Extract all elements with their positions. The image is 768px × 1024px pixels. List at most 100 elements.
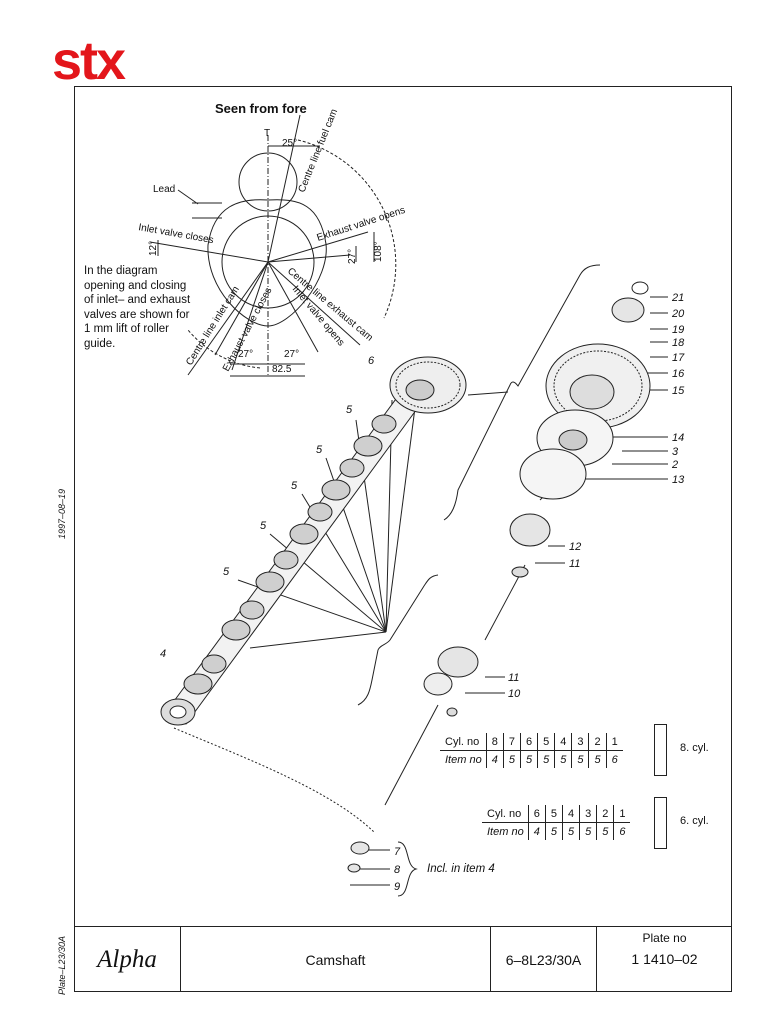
cyl-cell: 2 (596, 805, 614, 823)
cyl-cell: 1 (605, 733, 623, 751)
label-82-5: 82.5 (272, 364, 292, 375)
callout-4: 4 (160, 648, 166, 660)
fuel-cam-circle (238, 152, 298, 212)
callout-13: 13 (672, 474, 685, 486)
callout-15: 15 (672, 385, 685, 397)
cyl-cell: 2 (588, 733, 607, 751)
label-top: T (264, 128, 270, 139)
stx-logo: stx (52, 38, 128, 84)
callout-5c: 5 (291, 480, 298, 492)
callout-18: 18 (672, 337, 685, 349)
callout-3: 3 (672, 446, 679, 458)
label-fuel-cam: Centre line fuel cam (297, 108, 341, 195)
item-cell: 6 (613, 822, 631, 840)
plate-label: Plate no (642, 931, 687, 945)
callout-11-upper: 11 (569, 558, 580, 570)
cyl-cell: 6 (519, 733, 538, 751)
callout-11-lower: 11 (508, 672, 519, 684)
cyl-cell: 3 (571, 733, 589, 751)
item-cell: 5 (579, 822, 597, 840)
item-cell: 4 (527, 822, 546, 840)
callout-8: 8 (394, 864, 401, 876)
label-27deg-a: 27° (238, 349, 253, 360)
logo-text: stx (52, 38, 126, 84)
part-11 (437, 646, 479, 678)
camshaft-gear-6 (389, 356, 467, 414)
label-27deg-b: 27° (284, 349, 299, 360)
item-header: Item no (487, 825, 524, 838)
plate-cell: Plate no 1 1410–02 (597, 927, 732, 992)
timing-arc-lower (187, 329, 261, 369)
item-cell: 5 (561, 822, 580, 840)
callout-16: 16 (672, 368, 685, 380)
callouts: 21 20 19 18 17 16 15 14 3 2 13 12 11 11 … (160, 292, 685, 893)
valve-timing-diagram (149, 114, 397, 377)
cyl-header: Cyl. no (440, 733, 487, 751)
cyl-table-8-box (654, 724, 667, 776)
part-10 (423, 672, 453, 696)
diagram-note: In the diagram opening and closing of in… (84, 265, 191, 350)
label-27deg-right: 27° (347, 249, 358, 264)
cyl-cell: 7 (502, 733, 521, 751)
item-cell: 5 (571, 750, 589, 768)
item-cell: 5 (596, 822, 614, 840)
assembly-bracket-upper (443, 264, 601, 521)
plate-number: 1 1410–02 (631, 951, 698, 967)
cyl-header: Cyl. no (482, 805, 529, 823)
label-lead: Lead (153, 184, 175, 195)
callout-5e: 5 (223, 566, 230, 578)
callout-9: 9 (394, 881, 400, 893)
callout-6: 6 (368, 355, 375, 367)
maker-logo: Alpha (74, 927, 181, 992)
callout-10: 10 (508, 688, 521, 700)
incl-brace (397, 841, 418, 897)
cyl-6-label: 6. cyl. (680, 815, 709, 827)
cyl-table-8: Cyl. no 8 7 6 5 4 3 2 1 Item no 4 5 5 5 … (440, 733, 623, 768)
lower-connector (173, 727, 375, 833)
diagram-title: Seen from fore (215, 101, 307, 116)
callout-19: 19 (672, 324, 684, 336)
gear-20 (611, 297, 645, 323)
callout-12: 12 (569, 541, 581, 553)
item-cell: 5 (537, 750, 555, 768)
callout-5d: 5 (260, 520, 267, 532)
cyl-cell: 6 (527, 805, 546, 823)
callout-17: 17 (672, 352, 685, 364)
cyl-cell: 4 (554, 733, 572, 751)
assembly-bracket-lower (357, 574, 439, 706)
cyl-table-6-box (654, 797, 667, 849)
plate-2 (519, 448, 587, 500)
drawing-title: Camshaft (181, 927, 491, 992)
cyl-cell: 5 (537, 733, 555, 751)
callout-2: 2 (671, 459, 678, 471)
label-25deg: 25° (282, 138, 297, 149)
item-cell: 6 (605, 750, 623, 768)
item-cell: 5 (588, 750, 607, 768)
drawing-frame (74, 86, 732, 992)
callout-5a: 5 (346, 404, 353, 416)
item-cell: 5 (502, 750, 521, 768)
item-cell: 5 (544, 822, 563, 840)
cyl-table-6: Cyl. no 6 5 4 3 2 1 Item no 4 5 5 5 5 6 (482, 805, 631, 840)
cyl-cell: 5 (544, 805, 563, 823)
title-block: Alpha Camshaft 6–8L23/30A Plate no 1 141… (74, 926, 732, 992)
label-exhaust-opens: Exhaust valve opens (316, 205, 407, 244)
timing-arc-outer (297, 139, 397, 319)
callout-5b: 5 (316, 444, 323, 456)
label-108deg: 108° (373, 241, 384, 262)
cyl-8-label: 8. cyl. (680, 742, 709, 754)
part-8 (347, 863, 361, 873)
callout-7: 7 (394, 846, 401, 858)
cyl-cell: 8 (485, 733, 504, 751)
part-12 (509, 513, 551, 547)
callout-21: 21 (671, 292, 684, 304)
gear-assembly (347, 281, 651, 873)
callout-14: 14 (672, 432, 684, 444)
item-cell: 4 (485, 750, 504, 768)
camshaft (160, 387, 423, 726)
ring-21 (631, 281, 649, 295)
item-cell: 5 (554, 750, 572, 768)
engine-type: 6–8L23/30A (491, 927, 597, 992)
label-12deg: 12° (148, 241, 159, 256)
